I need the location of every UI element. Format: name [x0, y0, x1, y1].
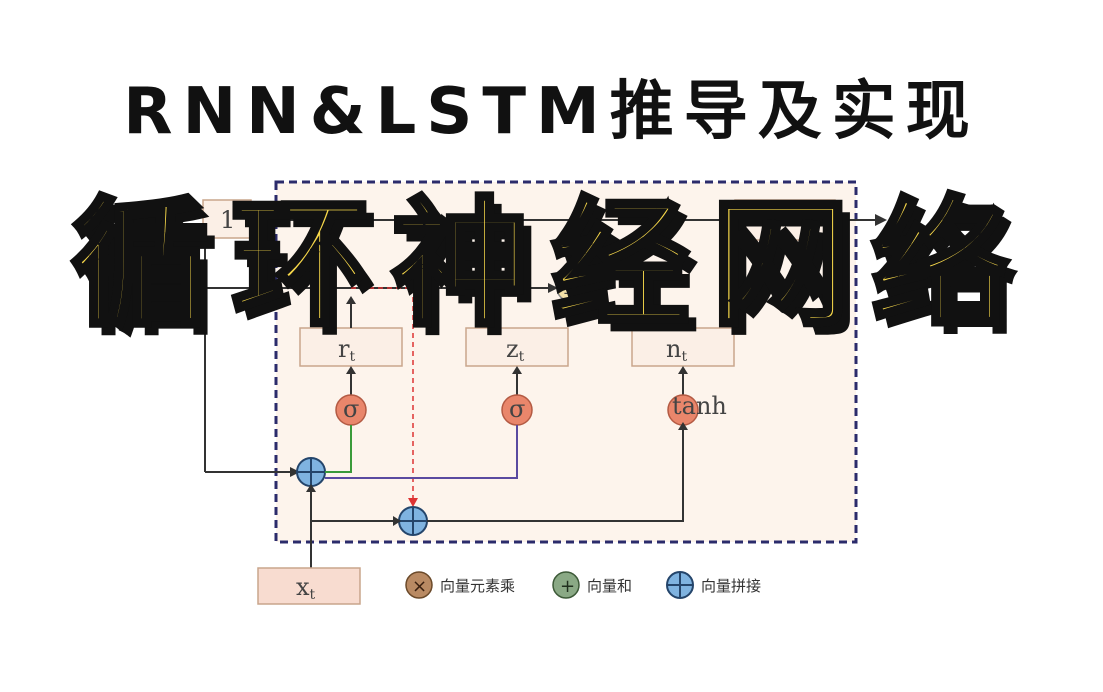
input-box — [257, 567, 361, 605]
headline: 循环神经网络 — [69, 182, 1032, 347]
legend-label-concat: 向量拼接 — [701, 577, 761, 595]
arrow-head — [875, 214, 887, 226]
gate-box-n — [631, 327, 735, 367]
legend-label-sum: 向量和 — [587, 577, 632, 595]
page-title: RNN&LSTM推导及实现 — [123, 75, 980, 149]
legend-label-multiply: 向量元素乘 — [440, 577, 515, 595]
hidden-state-label: 1 — [220, 206, 235, 234]
activation-label-z: σ — [509, 395, 525, 423]
legend-symbol-multiply: × — [412, 576, 427, 597]
activation-label-n: tanh — [672, 392, 727, 420]
one-minus-label: 1- — [561, 272, 584, 300]
gate-label-z: zt — [506, 335, 525, 365]
hidden-state-box — [202, 199, 252, 239]
one-minus-node — [556, 274, 584, 302]
legend-sum-icon — [552, 571, 580, 599]
legend-symbol-sum: + — [560, 576, 575, 597]
activation-label-r: σ — [343, 395, 359, 423]
legend-multiply-icon — [405, 571, 433, 599]
input-label: xt — [296, 573, 316, 603]
gate-label-r: rt — [338, 335, 355, 365]
gate-label-n: nt — [666, 335, 687, 365]
